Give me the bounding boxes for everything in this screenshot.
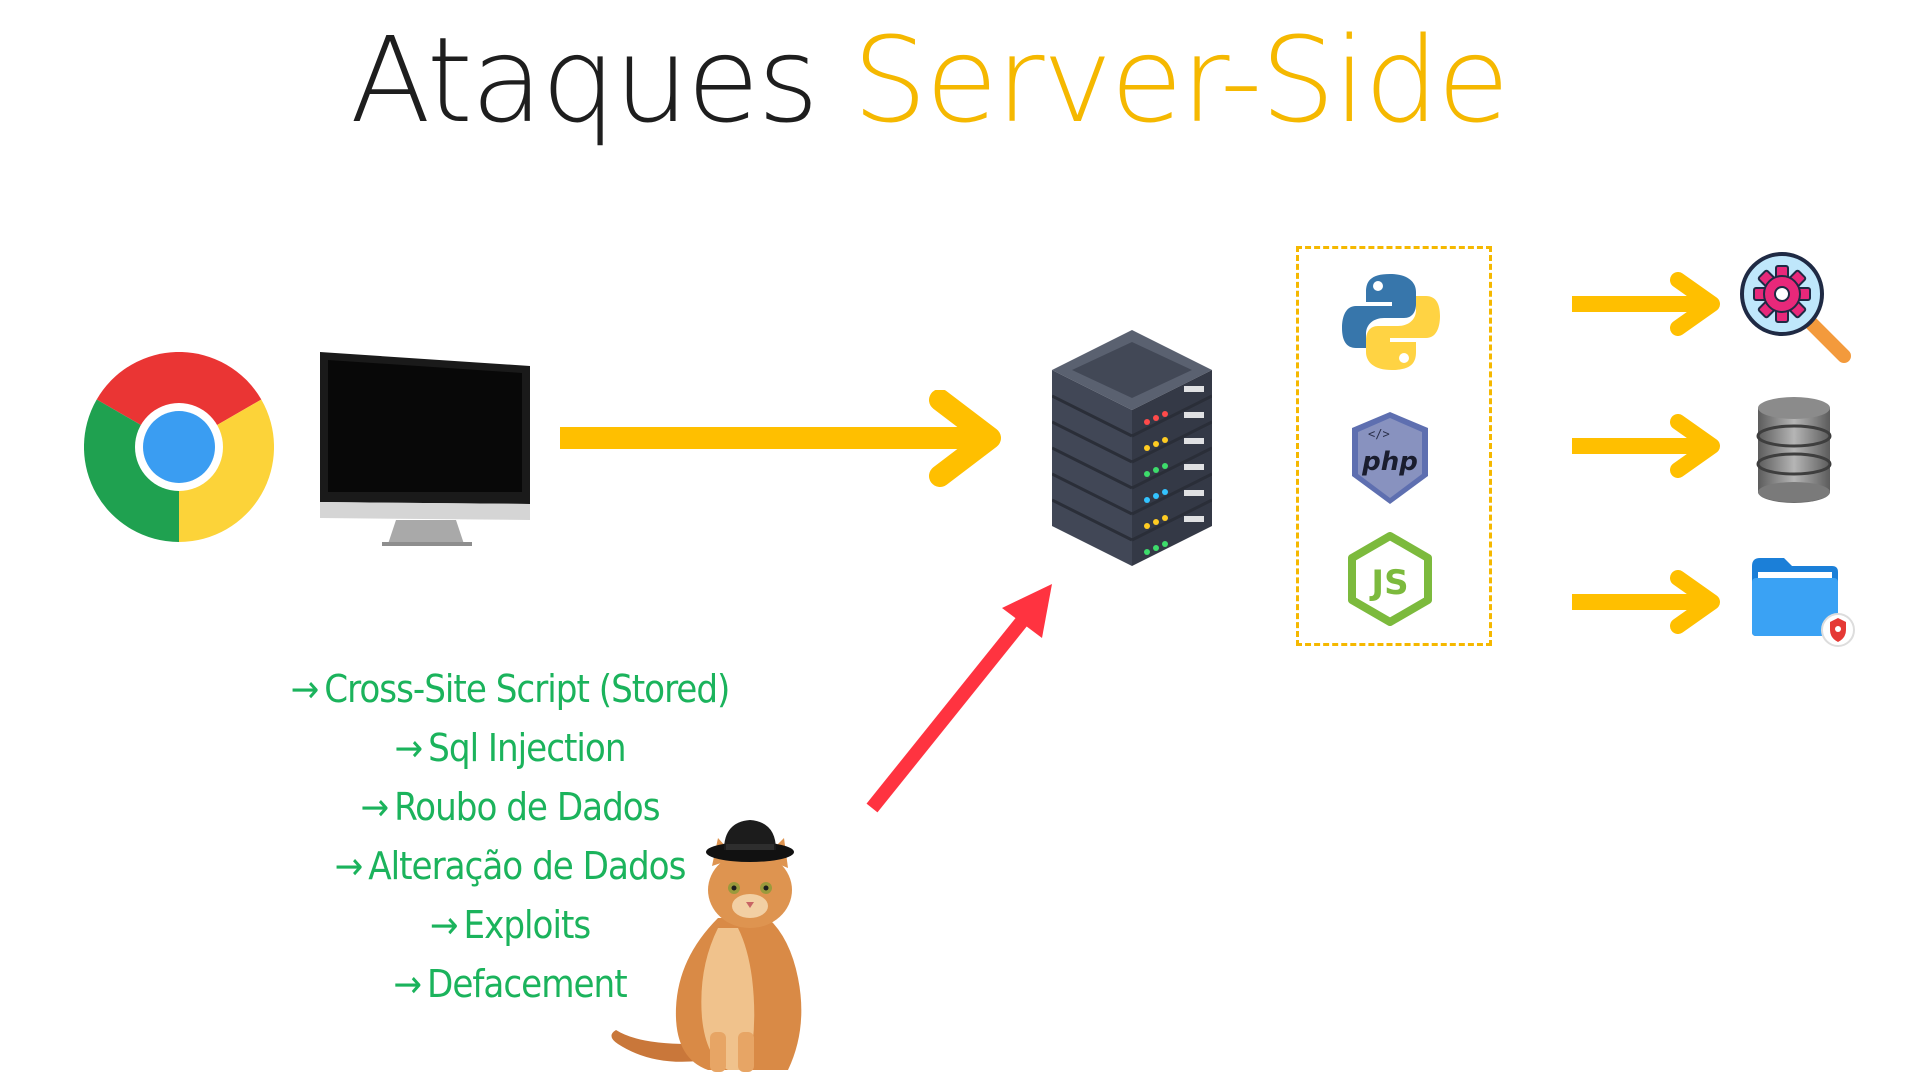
python-logo-icon xyxy=(1342,274,1440,370)
chrome-browser-icon xyxy=(84,352,274,542)
attack-item: →Exploits xyxy=(429,903,591,947)
database-icon xyxy=(1756,397,1832,503)
title-part2: Server-Side xyxy=(852,11,1510,149)
page-title: Ataques Server-Side xyxy=(350,10,1510,152)
arrow-to-gear-search xyxy=(1572,272,1720,336)
attack-arrow xyxy=(866,584,1052,813)
attack-item: →Alteração de Dados xyxy=(334,844,687,888)
attack-item: →Defacement xyxy=(393,962,627,1006)
attack-list: →Cross-Site Script (Stored) →Sql Injecti… xyxy=(270,660,750,1014)
nodejs-logo-icon: JS xyxy=(1348,532,1432,626)
server-languages-box xyxy=(1296,246,1492,646)
svg-text:</>: </> xyxy=(1368,427,1390,441)
server-rack-icon xyxy=(1052,330,1212,566)
desktop-monitor-icon xyxy=(320,352,530,546)
php-logo-icon: </> php xyxy=(1352,412,1428,504)
cat-with-hat-icon xyxy=(611,820,802,1072)
attack-item: →Roubo de Dados xyxy=(360,785,660,829)
secure-folder-icon xyxy=(1752,558,1855,647)
attack-item: →Cross-Site Script (Stored) xyxy=(290,667,731,711)
nodejs-logo-text: JS xyxy=(1369,563,1408,603)
gear-search-icon xyxy=(1740,252,1851,363)
arrow-to-database xyxy=(1572,414,1720,478)
client-to-server-arrow xyxy=(560,390,1001,487)
attack-item: →Sql Injection xyxy=(394,726,627,770)
title-part1: Ataques xyxy=(350,11,819,149)
arrow-to-secure-folder xyxy=(1572,570,1720,634)
php-logo-text: php xyxy=(1361,447,1418,477)
